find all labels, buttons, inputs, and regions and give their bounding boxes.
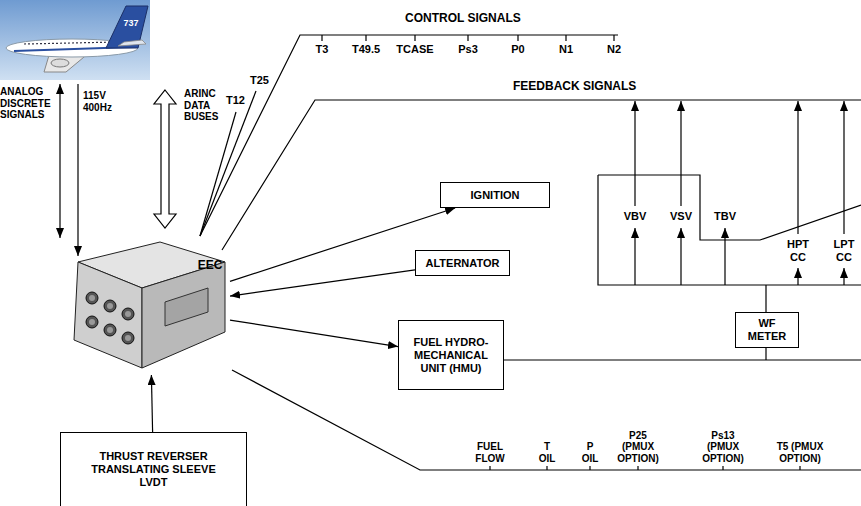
group-heading: CONTROL SIGNALS <box>405 12 545 26</box>
box-label: EEC <box>198 258 223 272</box>
signal-name: N1 <box>542 43 590 56</box>
tick <box>517 35 518 41</box>
connector-arrow <box>230 320 398 347</box>
feedback-arrow <box>680 101 681 206</box>
command-arrow <box>680 228 681 285</box>
bus-label: ARINC DATA BUSES <box>184 88 226 123</box>
signal-name: N2 <box>592 43 636 56</box>
stabilizer <box>118 40 146 46</box>
connector-arrow <box>151 375 152 432</box>
engine <box>51 59 69 67</box>
actuator-line <box>598 175 861 240</box>
fuel-line <box>502 359 861 360</box>
sensor-name: P25 (PMUX OPTION) <box>615 430 661 465</box>
signal-name: T12 <box>226 94 252 107</box>
sensor-line <box>232 370 861 470</box>
actuator-name: HPT CC <box>784 238 812 263</box>
command-arrow <box>843 268 844 285</box>
signal-name: TCASE <box>391 43 439 56</box>
signal-name: T49.5 <box>342 43 390 56</box>
control-signal-line <box>200 35 618 236</box>
group-heading: FEEDBACK SIGNALS <box>513 80 693 94</box>
command-arrow <box>724 228 725 285</box>
tick <box>414 35 415 41</box>
eec-unit: EEC <box>70 240 230 375</box>
feedback-signal-line <box>222 100 861 250</box>
power-label: 115V 400Hz <box>83 90 119 113</box>
alternator-box: ALTERNATOR <box>415 250 510 276</box>
sensor-name: Ps13 (PMUX OPTION) <box>698 430 748 465</box>
box-label: WF METER <box>742 317 792 343</box>
actuator-name: VSV <box>666 210 696 223</box>
tick <box>467 35 468 41</box>
command-arrow <box>797 268 798 285</box>
ignition-box: IGNITION <box>440 182 550 208</box>
analog-arrow <box>59 84 60 238</box>
tail-number: 737 <box>120 18 142 28</box>
fuel-line <box>765 346 766 360</box>
signal-label: ANALOG DISCRETE SIGNALS <box>0 86 55 121</box>
control-signal-line <box>200 112 236 236</box>
feedback-arrow <box>797 101 798 234</box>
box-label: ALTERNATOR <box>426 257 500 270</box>
feedback-arrow <box>843 101 844 234</box>
signal-name: P0 <box>494 43 542 56</box>
lvdt-box: THRUST REVERSER TRANSLATING SLEEVE LVDT <box>60 432 247 506</box>
windows <box>24 42 118 44</box>
actuator-name: VBV <box>620 210 650 223</box>
box-label: THRUST REVERSER TRANSLATING SLEEVE LVDT <box>79 450 228 489</box>
tick <box>321 35 322 41</box>
tick <box>489 466 490 470</box>
tick <box>546 466 547 470</box>
tick <box>722 466 723 470</box>
box-label: IGNITION <box>471 189 520 202</box>
actuator-name: TBV <box>710 210 740 223</box>
tick <box>589 466 590 470</box>
arinc-bus-arrow <box>154 90 176 228</box>
actuator-name: LPT CC <box>830 238 858 263</box>
actuator-line <box>598 175 861 285</box>
sensor-name: T OIL <box>536 441 558 464</box>
tick <box>365 35 366 41</box>
signal-name: T25 <box>250 74 276 87</box>
tick <box>637 466 638 470</box>
command-arrow <box>634 228 635 285</box>
sensor-name: P OIL <box>579 441 601 464</box>
airplane-illustration <box>0 0 150 80</box>
sensor-name: FUEL FLOW <box>470 441 510 464</box>
wf-meter-box: WF METER <box>735 312 799 348</box>
tick <box>613 35 614 41</box>
feedback-arrow <box>634 101 635 206</box>
wiring <box>60 35 861 470</box>
hmu-box: FUEL HYDRO-MECHANICAL UNIT (HMU) <box>398 320 504 390</box>
signal-name: T3 <box>298 43 346 56</box>
tick <box>799 466 800 470</box>
tail-fin <box>106 6 148 48</box>
sky-background <box>0 0 150 80</box>
tick <box>565 35 566 41</box>
power-arrow <box>77 84 78 256</box>
fuel-line <box>765 285 766 312</box>
connector-arrow <box>230 270 415 296</box>
box-label: FUEL HYDRO-MECHANICAL UNIT (HMU) <box>405 336 497 375</box>
sensor-name: T5 (PMUX OPTION) <box>775 441 825 464</box>
signal-name: Ps3 <box>444 43 492 56</box>
